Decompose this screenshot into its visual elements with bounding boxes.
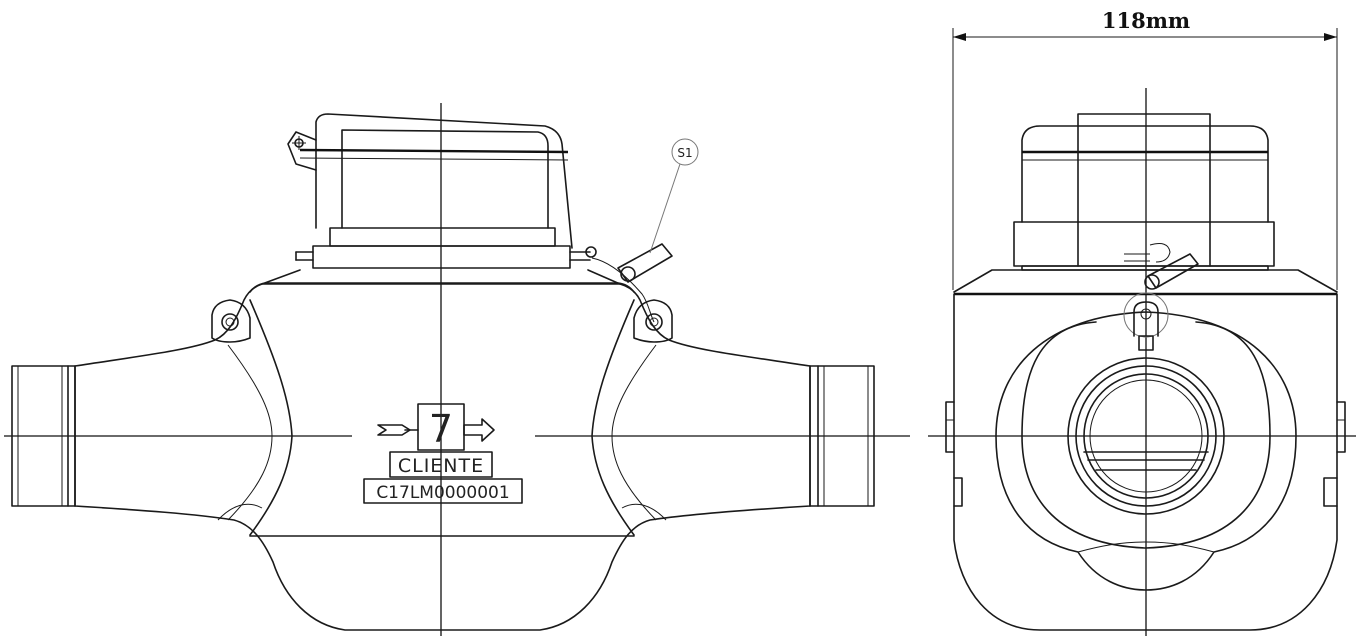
register-head (287, 113, 591, 269)
side-register-head (1013, 113, 1275, 271)
client-label: CLIENTE (398, 455, 484, 477)
left-side-lug (945, 401, 963, 507)
width-dimension-label: 118mm (1102, 8, 1190, 33)
front-view: S1 7 CLIENTE C17LM0000001 (4, 103, 910, 636)
left-bolt-lug (211, 299, 251, 343)
label-plate: 7 CLIENTE C17LM0000001 (363, 403, 523, 504)
seal-wire (585, 243, 673, 323)
right-bolt-lug (633, 299, 673, 343)
side-view: 118mm (928, 8, 1356, 636)
meter-body-outline (74, 283, 811, 631)
serial-number: C17LM0000001 (376, 483, 509, 503)
seal-callout: S1 (649, 138, 699, 254)
right-side-lug (1323, 401, 1346, 507)
seal-callout-label: S1 (677, 146, 692, 160)
plate-digit: 7 (429, 407, 453, 451)
side-body (953, 292, 1338, 631)
width-dimension: 118mm (952, 8, 1338, 290)
flow-direction-arrows (377, 418, 495, 442)
side-seal (1124, 243, 1199, 290)
